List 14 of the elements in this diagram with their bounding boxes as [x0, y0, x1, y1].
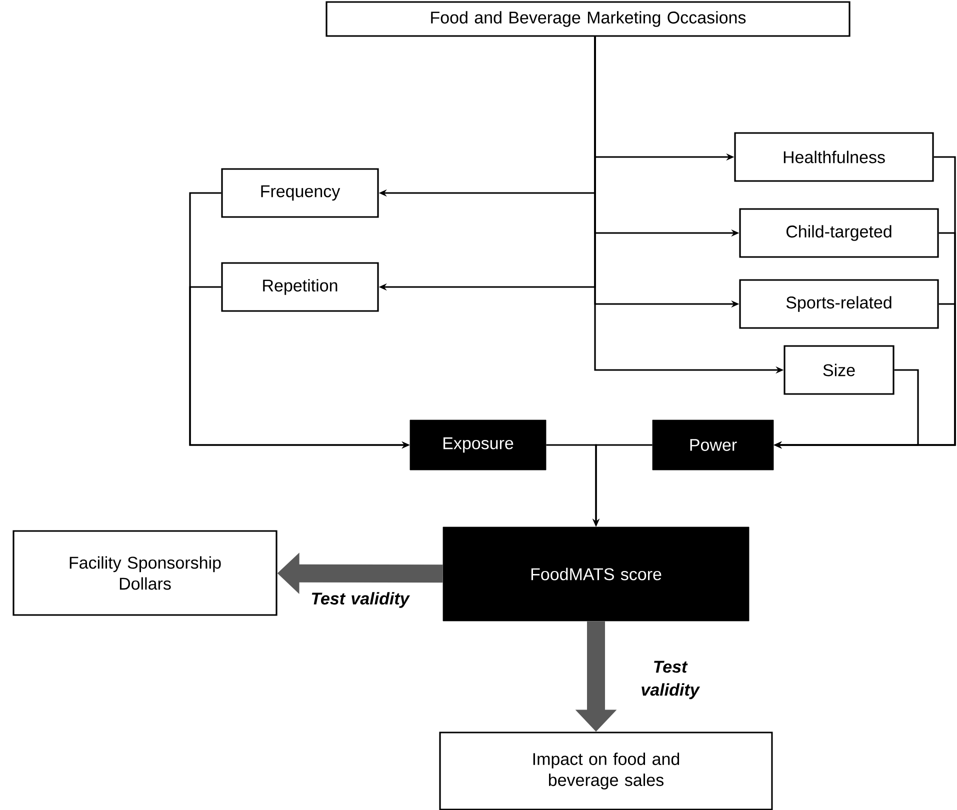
process-box: Repetition: [221, 262, 379, 312]
edge-label: Test validity: [642, 660, 700, 700]
process-box: Frequency: [221, 168, 379, 218]
process-box: Size: [784, 345, 894, 395]
score-box: FoodMATS score: [442, 526, 750, 622]
process-box: Impact on food and beverage sales: [439, 732, 773, 810]
process-box: Food and Beverage Marketing Occasions: [326, 1, 850, 37]
process-box: Child-targeted: [739, 208, 939, 258]
process-box: Facility Sponsorship Dollars: [12, 530, 278, 616]
factor-box: Power: [652, 420, 774, 470]
process-box: Sports-related: [739, 279, 939, 329]
process-box: Healthfulness: [734, 132, 934, 182]
edge-label: Test validity: [312, 592, 410, 608]
factor-box: Exposure: [410, 420, 546, 470]
